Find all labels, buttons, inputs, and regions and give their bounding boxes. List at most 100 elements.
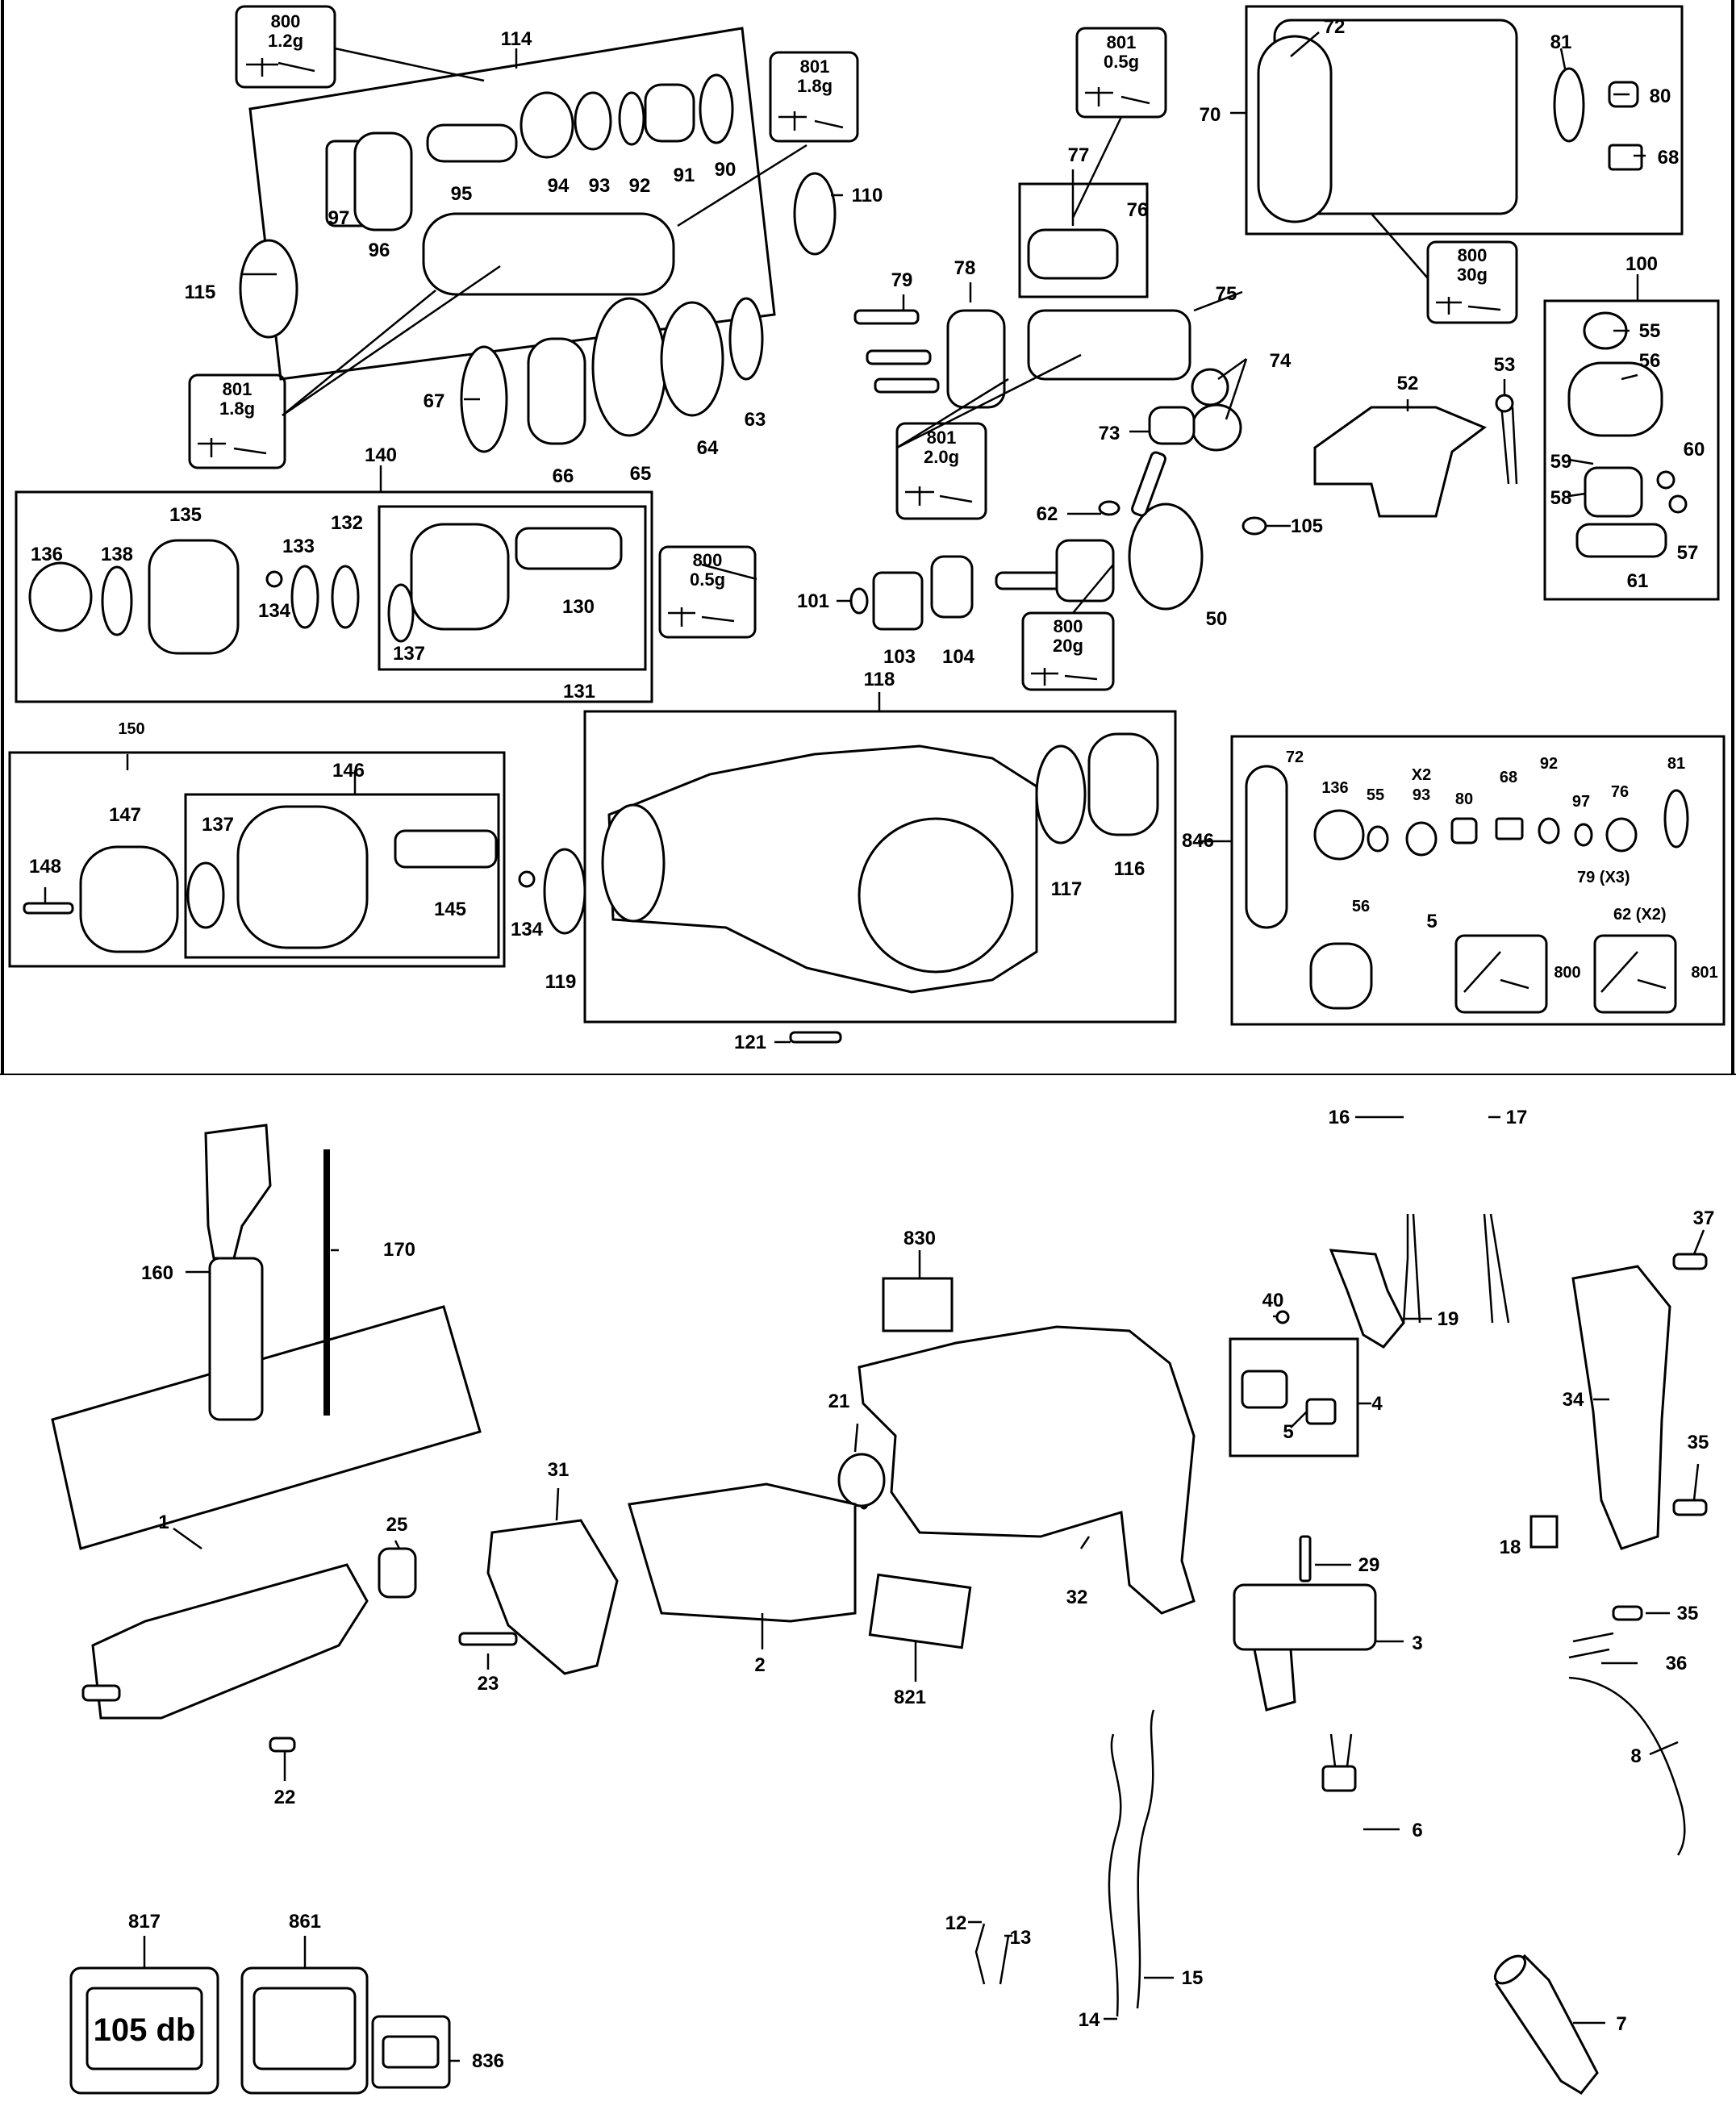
- label-81: 81: [1550, 31, 1572, 53]
- part-16-shape: [1402, 1213, 1421, 1324]
- label-147: 147: [109, 804, 141, 826]
- grease-amount: 1.8g: [219, 398, 255, 419]
- assembly-box-150: [8, 751, 506, 968]
- label-22: 22: [274, 1787, 296, 1808]
- label-134b: 134: [511, 919, 544, 940]
- part-32-shape: [858, 1325, 1196, 1615]
- part-63-shape: [728, 297, 764, 381]
- grease-gun-icon: [1436, 297, 1501, 315]
- label-3: 3: [1412, 1633, 1422, 1654]
- part-830-shape: [882, 1277, 954, 1332]
- part-134a-shape: [265, 570, 283, 588]
- part-29-shape: [1299, 1535, 1312, 1582]
- assembly-box-131: [378, 505, 647, 671]
- part-79-shape: [853, 309, 920, 325]
- part-40-shape: [1275, 1310, 1290, 1324]
- label-105: 105: [1291, 515, 1323, 537]
- part-3-shape: [1233, 1583, 1377, 1651]
- grease-box-75: 801 2.0g: [895, 422, 987, 520]
- part-6-shape: [1321, 1765, 1357, 1792]
- label-121: 121: [734, 1032, 766, 1053]
- label-40: 40: [1262, 1290, 1284, 1311]
- part-104-shape: [930, 555, 974, 619]
- kit-800-gun-icon: [1463, 951, 1529, 993]
- part-91-shape: [644, 83, 695, 143]
- label-35b: 35: [1677, 1603, 1699, 1624]
- label-1: 1: [158, 1512, 169, 1533]
- part-138-shape: [101, 565, 133, 636]
- part-50-arm: [1131, 451, 1166, 517]
- part-25-shape: [378, 1547, 417, 1599]
- part-7-cap: [1493, 1954, 1527, 1985]
- label-62: 62: [1037, 503, 1058, 525]
- label-103: 103: [883, 646, 916, 668]
- grease-amount: 20g: [1053, 636, 1083, 656]
- label-37: 37: [1693, 1207, 1715, 1229]
- label-18: 18: [1500, 1537, 1521, 1558]
- label-25: 25: [386, 1514, 408, 1536]
- part-160-handle-shape: [208, 1257, 264, 1421]
- label-13: 13: [1010, 1927, 1032, 1949]
- kit-80-shape: [1450, 817, 1478, 844]
- label-148: 148: [29, 856, 61, 878]
- assembly-box-140: [15, 490, 653, 703]
- part-8-shape: [1568, 1676, 1686, 1856]
- grease-amount: 30g: [1457, 265, 1488, 285]
- label-74: 74: [1270, 350, 1292, 372]
- label-73: 73: [1099, 423, 1120, 444]
- label-118: 118: [864, 669, 895, 690]
- part-12-13-wires: [974, 1923, 1010, 1985]
- label-17: 17: [1506, 1107, 1528, 1128]
- grease-amount: 0.5g: [690, 569, 725, 590]
- grease-box-114: 800 1.2g: [235, 5, 336, 89]
- label-846: 846: [1182, 830, 1214, 852]
- label-138: 138: [101, 544, 133, 565]
- label-58: 58: [1550, 487, 1572, 509]
- part-136-shape: [28, 561, 93, 632]
- grease-box-110: 801 1.8g: [769, 51, 859, 143]
- label-836: 836: [472, 2050, 504, 2072]
- part-14-15-wires: [1108, 1709, 1155, 2017]
- part-22-shape: [269, 1737, 296, 1753]
- label-2: 2: [754, 1654, 765, 1676]
- kit-801-gun-icon: [1600, 951, 1667, 993]
- label-21: 21: [828, 1391, 850, 1412]
- part-4a-shape: [1241, 1370, 1288, 1409]
- grease-box-96: 801 1.8g: [188, 373, 286, 469]
- part-34-shape: [1571, 1265, 1671, 1550]
- part-137a-shape: [387, 583, 415, 643]
- grease-gun-icon: [1031, 668, 1098, 686]
- part-92-shape: [618, 91, 645, 146]
- label-61: 61: [1627, 570, 1649, 592]
- grease-code: 800: [1054, 616, 1083, 636]
- part-6-wires: [1329, 1733, 1353, 1767]
- part-60-shape: [1656, 470, 1675, 490]
- part-21-shape: [837, 1453, 886, 1507]
- part-72-shape: [1257, 35, 1333, 223]
- part-37-shape: [1672, 1253, 1708, 1270]
- label-76: 76: [1127, 199, 1149, 221]
- kit-label-800: 800: [1554, 964, 1580, 982]
- kit-label-92: 92: [1540, 755, 1558, 773]
- kit-label-5: 5: [1426, 911, 1437, 932]
- part-4b-shape: [1305, 1398, 1337, 1425]
- label-160: 160: [141, 1262, 173, 1284]
- label-133: 133: [282, 536, 315, 557]
- part-148-shape: [23, 902, 74, 915]
- part-96-shape: [353, 131, 413, 231]
- part-160-clamp-shape: [204, 1124, 272, 1260]
- kit-label-56: 56: [1352, 898, 1370, 915]
- label-146: 146: [332, 760, 365, 782]
- kit-55-shape: [1367, 825, 1389, 853]
- kit-800-box: [1454, 934, 1548, 1014]
- label-72: 72: [1324, 16, 1346, 38]
- grease-box-130: 800 0.5g: [658, 545, 757, 639]
- label-130: 130: [562, 596, 595, 618]
- part-35b-shape: [1612, 1605, 1643, 1621]
- label-29: 29: [1358, 1554, 1380, 1576]
- kit-label-76: 76: [1611, 783, 1629, 801]
- label-5: 5: [1283, 1421, 1293, 1443]
- grease-gun-icon: [905, 486, 973, 506]
- part-62-shape: [1098, 500, 1120, 516]
